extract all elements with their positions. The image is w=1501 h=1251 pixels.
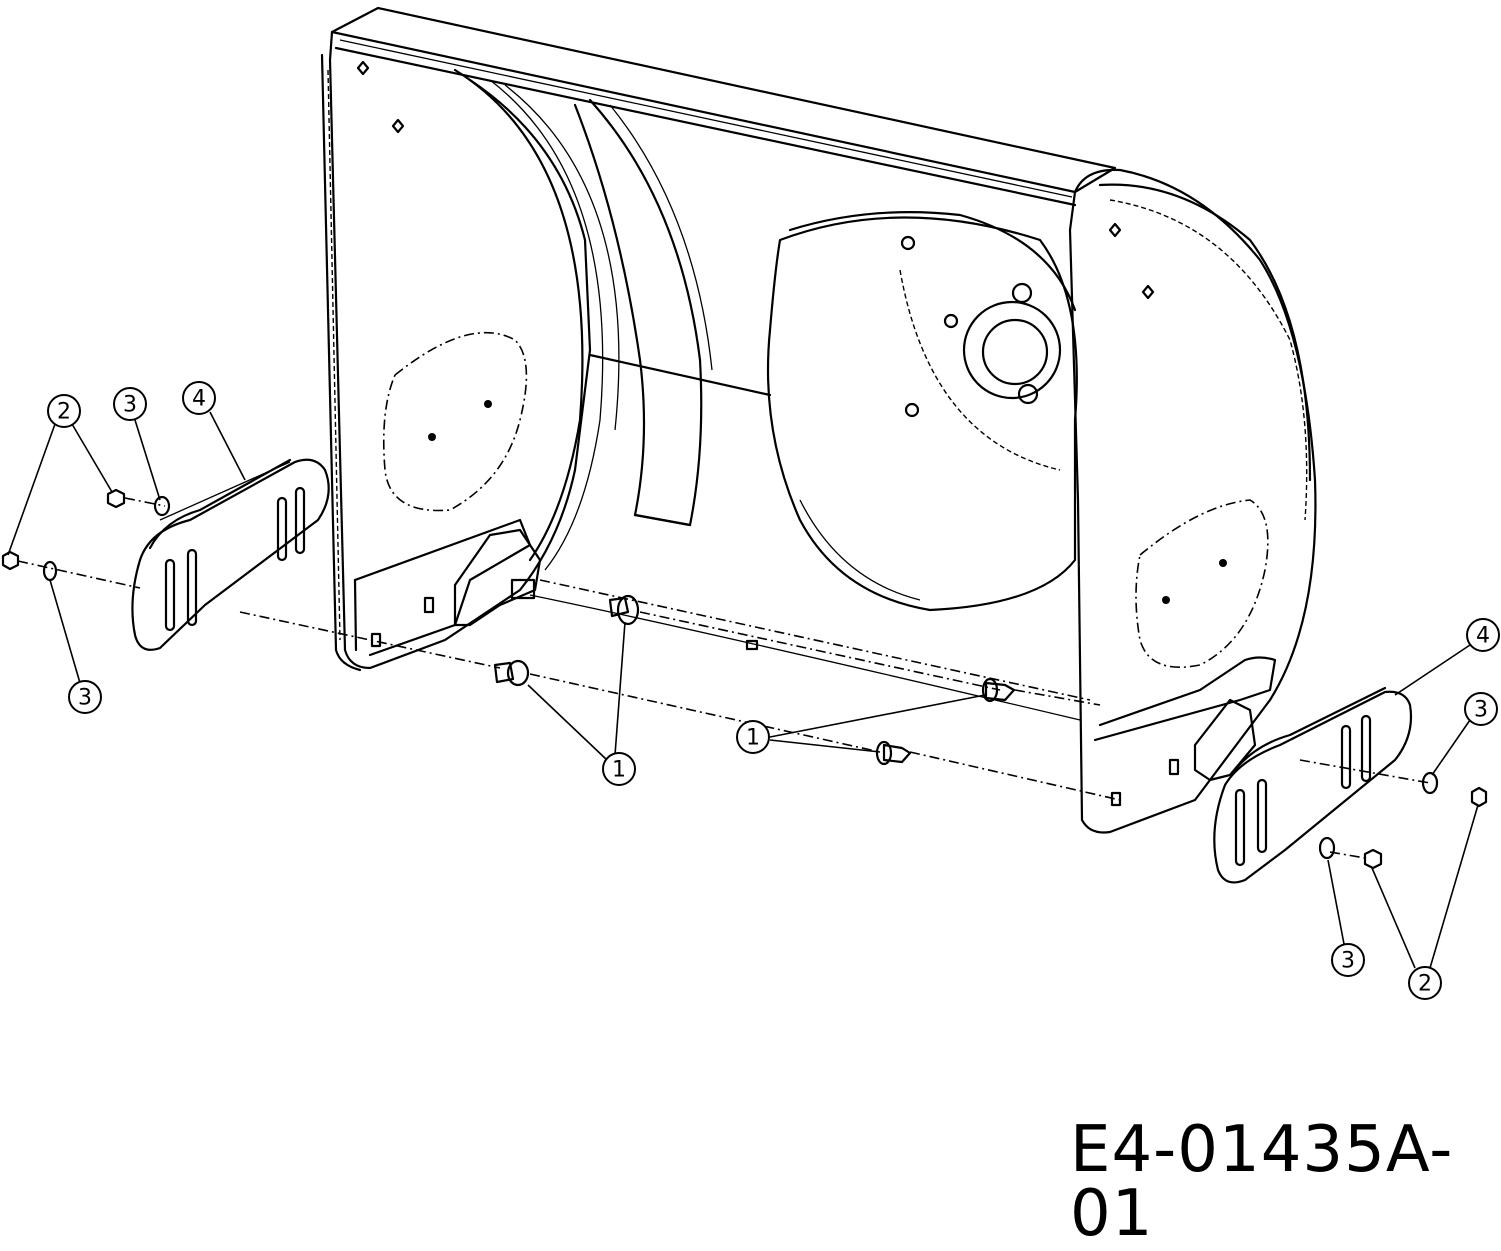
- svg-text:1: 1: [612, 758, 626, 783]
- svg-text:3: 3: [78, 686, 92, 711]
- svg-text:4: 4: [1476, 624, 1490, 649]
- callout-2-right: 2: [1371, 804, 1479, 1000]
- callout-4-left: 4: [182, 381, 246, 481]
- skid-shoe-right: [1213, 686, 1413, 884]
- callout-3-left-upper: 3: [113, 387, 161, 501]
- bolt-center-lower: [493, 659, 530, 687]
- callout-2-left-upper: 2: [7, 394, 113, 556]
- skid-shoe-left: [131, 458, 330, 651]
- callout-1-center: 1: [527, 621, 636, 786]
- exploded-parts-diagram: 2 3 4 3 1 1: [1, 6, 1500, 1000]
- svg-text:4: 4: [192, 387, 206, 412]
- callout-4-right: 4: [1394, 618, 1500, 696]
- bolt-center-upper: [608, 594, 640, 626]
- callout-3-left-lower: 3: [49, 579, 102, 714]
- callout-3-right-upper: 3: [1431, 692, 1498, 776]
- svg-text:3: 3: [123, 393, 137, 418]
- callout-3-right-lower: 3: [1327, 859, 1365, 977]
- callout-1-right: 1: [736, 694, 986, 754]
- svg-text:3: 3: [1474, 698, 1488, 723]
- callouts: 2 3 4 3 1 1: [7, 381, 1500, 1000]
- hardware: [1, 488, 1488, 870]
- svg-text:2: 2: [1418, 972, 1432, 997]
- auger-housing: [320, 6, 1317, 834]
- svg-text:3: 3: [1341, 949, 1355, 974]
- svg-text:1: 1: [746, 726, 760, 751]
- drawing-code: E4-01435A-01: [1070, 1113, 1454, 1251]
- bolt-right-lower: [875, 740, 912, 766]
- svg-text:2: 2: [57, 400, 71, 425]
